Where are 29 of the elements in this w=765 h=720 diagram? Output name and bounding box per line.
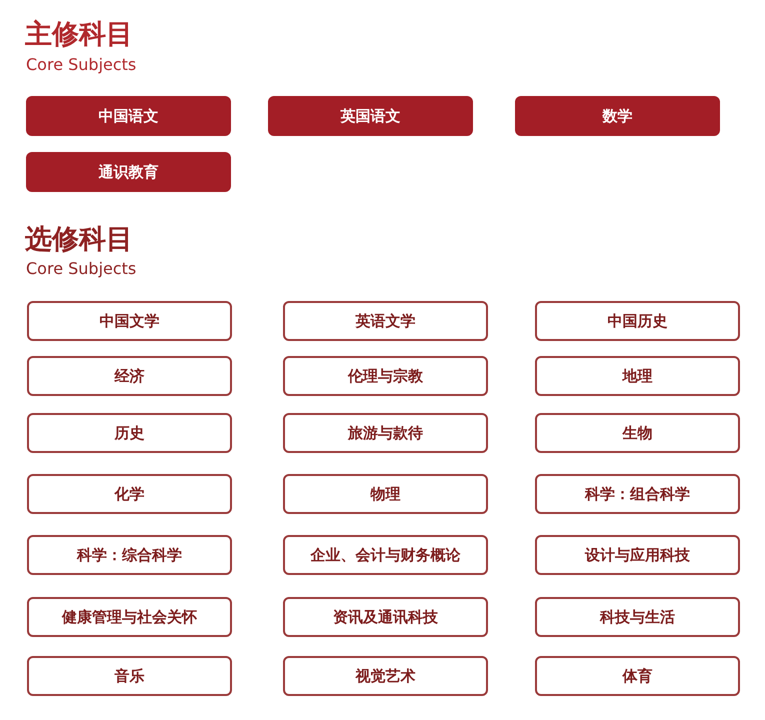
elective-subject-box: 中国文学 bbox=[27, 301, 232, 341]
elective-subject-box: 资讯及通讯科技 bbox=[283, 597, 488, 637]
elective-subject-box: 音乐 bbox=[27, 656, 232, 696]
elective-subject-box: 地理 bbox=[535, 356, 740, 396]
elective-subject-box: 生物 bbox=[535, 413, 740, 453]
section-heading: 主修科目 bbox=[25, 18, 133, 52]
elective-subject-box: 企业、会计与财务概论 bbox=[283, 535, 488, 575]
elective-subject-box: 物理 bbox=[283, 474, 488, 514]
section-heading: 选修科目 bbox=[25, 223, 133, 257]
elective-subject-box: 化学 bbox=[27, 474, 232, 514]
elective-subject-box: 伦理与宗教 bbox=[283, 356, 488, 396]
elective-subject-box: 经济 bbox=[27, 356, 232, 396]
elective-subject-box: 视觉艺术 bbox=[283, 656, 488, 696]
elective-subject-box: 中国历史 bbox=[535, 301, 740, 341]
core-subject-box: 数学 bbox=[515, 96, 720, 136]
elective-subject-box: 旅游与款待 bbox=[283, 413, 488, 453]
elective-subject-box: 科技与生活 bbox=[535, 597, 740, 637]
elective-subject-box: 设计与应用科技 bbox=[535, 535, 740, 575]
elective-subject-box: 英语文学 bbox=[283, 301, 488, 341]
core-subject-box: 英国语文 bbox=[268, 96, 473, 136]
elective-subject-box: 科学：组合科学 bbox=[535, 474, 740, 514]
elective-subject-box: 体育 bbox=[535, 656, 740, 696]
elective-subject-box: 科学：综合科学 bbox=[27, 535, 232, 575]
section-subtitle: Core Subjects bbox=[26, 55, 136, 74]
core-subject-box: 通识教育 bbox=[26, 152, 231, 192]
core-subject-box: 中国语文 bbox=[26, 96, 231, 136]
elective-subject-box: 历史 bbox=[27, 413, 232, 453]
elective-subject-box: 健康管理与社会关怀 bbox=[27, 597, 232, 637]
section-subtitle: Core Subjects bbox=[26, 259, 136, 278]
